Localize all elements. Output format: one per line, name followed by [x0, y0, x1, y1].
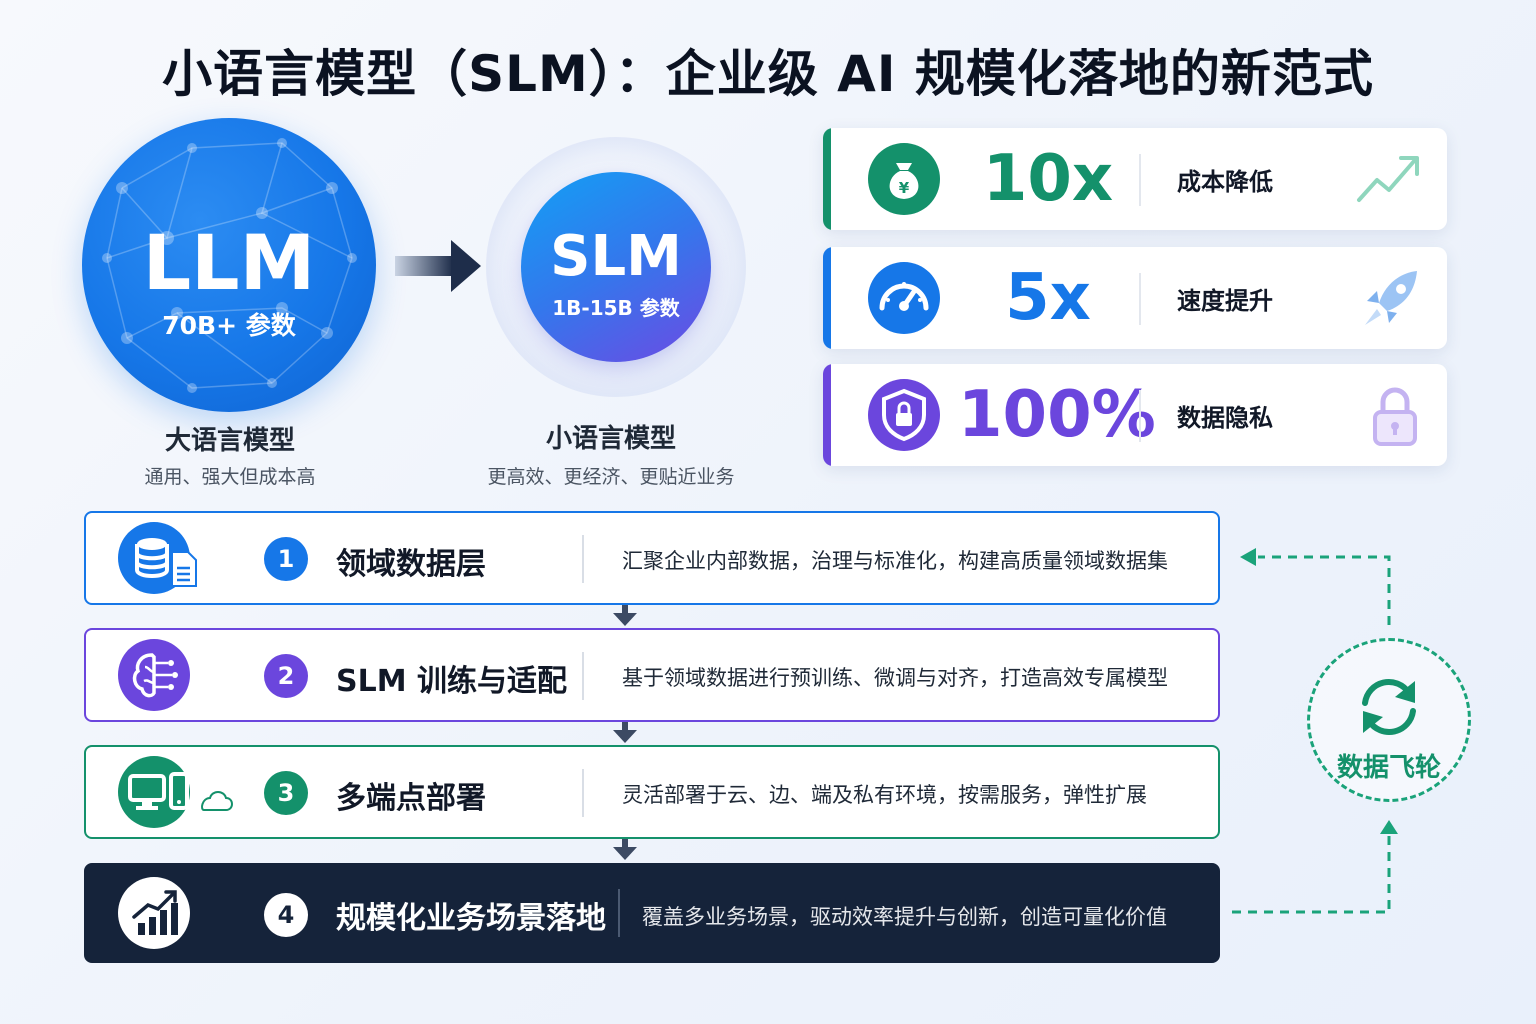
slm-desc: 更高效、更经济、更贴近业务: [487, 466, 735, 488]
layer-slm-training: 2 SLM 训练与适配 基于领域数据进行预训练、微调与对齐，打造高效专属模型: [84, 628, 1220, 722]
svg-text:¥: ¥: [899, 179, 910, 197]
llm-params: 70B+ 参数: [162, 311, 296, 340]
devices-cloud-icon: [118, 756, 233, 828]
stat-label: 速度提升: [1177, 287, 1273, 315]
stat-accent: [823, 128, 831, 230]
refresh-cycle-icon: [1362, 678, 1416, 736]
arrow-down-icon: [613, 839, 637, 860]
padlock-icon: [1373, 387, 1417, 446]
llm-name: LLM: [142, 218, 316, 307]
stat-card-privacy: 100% 数据隐私: [823, 364, 1447, 466]
database-document-icon: [118, 522, 197, 594]
slm-params: 1B-15B 参数: [552, 296, 680, 320]
layer-desc: 覆盖多业务场景，驱动效率提升与创新，创造可量化价值: [642, 905, 1167, 929]
arrow-down-icon: [613, 722, 637, 743]
growth-chart-icon: [118, 877, 190, 949]
rocket-icon: [1365, 271, 1417, 325]
page-title: 小语言模型（SLM）：企业级 AI 规模化落地的新范式: [162, 45, 1374, 103]
layer-deployment: 3 多端点部署 灵活部署于云、边、端及私有环境，按需服务，弹性扩展: [84, 745, 1220, 839]
stat-accent: [823, 247, 831, 349]
layer-divider: [582, 769, 584, 817]
money-bag-yen-icon: ¥: [868, 143, 940, 215]
layer-business-landing: 4 规模化业务场景落地 覆盖多业务场景，驱动效率提升与创新，创造可量化价值: [84, 863, 1220, 963]
layer-desc: 基于领域数据进行预训练、微调与对齐，打造高效专属模型: [622, 666, 1168, 690]
neural-network-pattern: [102, 138, 357, 393]
stat-card-speed: 5x 速度提升: [823, 247, 1447, 349]
layer-desc: 汇聚企业内部数据，治理与标准化，构建高质量领域数据集: [622, 549, 1168, 573]
layer-title: SLM 训练与适配: [336, 664, 568, 699]
layer-divider: [582, 652, 584, 700]
layer-desc: 灵活部署于云、边、端及私有环境，按需服务，弹性扩展: [622, 783, 1147, 807]
stat-divider: [1139, 273, 1141, 325]
layer-domain-data: 1 领域数据层 汇聚企业内部数据，治理与标准化，构建高质量领域数据集: [84, 511, 1220, 605]
arrow-down-icon: [613, 605, 637, 626]
arrow-right-icon: [395, 240, 481, 292]
layer-divider: [618, 889, 620, 937]
stat-divider: [1139, 390, 1141, 442]
speedometer-icon: [868, 262, 940, 334]
stat-label: 数据隐私: [1177, 404, 1273, 432]
llm-desc: 通用、强大但成本高: [144, 466, 316, 488]
brain-circuit-icon: [118, 639, 190, 711]
stat-label: 成本降低: [1177, 168, 1273, 196]
flywheel-label: 数据飞轮: [1336, 753, 1441, 783]
slm-label: 小语言模型: [545, 424, 676, 454]
stat-accent: [823, 364, 831, 466]
shield-lock-icon: [868, 379, 940, 451]
layer-number: 1: [264, 537, 308, 581]
layer-divider: [582, 535, 584, 583]
layer-title: 领域数据层: [336, 547, 486, 582]
slm-circle: SLM 1B-15B 参数: [521, 172, 711, 362]
layer-number: 3: [264, 771, 308, 815]
slm-name: SLM: [550, 224, 682, 289]
llm-label: 大语言模型: [164, 426, 295, 456]
data-flywheel: 数据飞轮: [1307, 638, 1471, 802]
trend-up-icon: [1357, 156, 1419, 202]
stat-value: 10x: [982, 142, 1114, 216]
layer-number: 4: [264, 893, 308, 937]
llm-circle: LLM 70B+ 参数: [82, 118, 376, 412]
stat-value: 100%: [958, 378, 1156, 452]
layer-title: 多端点部署: [336, 781, 486, 816]
stat-card-cost: ¥ 10x 成本降低: [823, 128, 1447, 230]
layer-title: 规模化业务场景落地: [336, 901, 606, 936]
stat-divider: [1139, 154, 1141, 206]
stat-value: 5x: [1005, 261, 1091, 335]
layer-number: 2: [264, 654, 308, 698]
